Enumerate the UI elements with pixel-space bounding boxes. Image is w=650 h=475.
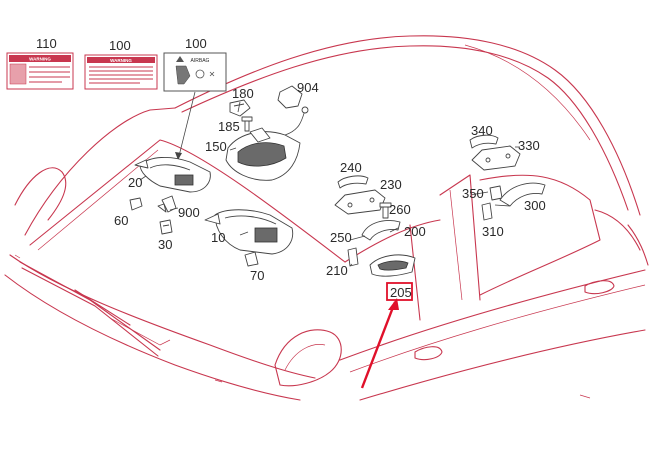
screw-185 xyxy=(241,116,253,132)
callout-185: 185 xyxy=(218,119,240,134)
highlight-205: 205 xyxy=(360,282,413,389)
callout-230: 230 xyxy=(380,177,402,192)
reading-light-205 xyxy=(369,254,416,277)
clip-60 xyxy=(129,197,143,211)
callout-250: 250 xyxy=(330,230,352,245)
callout-70: 70 xyxy=(250,268,264,283)
grab-handle-300 xyxy=(499,182,546,207)
sun-visor-left xyxy=(134,157,211,193)
callout-340: 340 xyxy=(471,123,493,138)
handle-240 xyxy=(337,175,369,189)
callout-30: 30 xyxy=(158,237,172,252)
grab-handle-250 xyxy=(361,220,401,241)
clip-340 xyxy=(469,134,499,149)
hook-70 xyxy=(244,251,259,267)
callout-20: 20 xyxy=(128,175,142,190)
clip-350 xyxy=(489,185,503,201)
clip-180 xyxy=(229,99,251,117)
bracket-230 xyxy=(334,189,386,215)
callout-100-a: 100 xyxy=(109,38,131,53)
airbag-heading: AIRBAG xyxy=(191,58,210,64)
callout-350: 350 xyxy=(462,186,484,201)
callout-900: 900 xyxy=(178,205,200,220)
callout-100-b: 100 xyxy=(185,36,207,51)
screw-260 xyxy=(379,202,392,219)
sun-visor-right xyxy=(204,209,294,255)
highlight-arrowhead-205 xyxy=(388,298,399,310)
car-body-outline xyxy=(4,35,649,401)
airbag-label-100: AIRBAG xyxy=(163,52,227,92)
bracket-330 xyxy=(471,145,521,171)
callout-300: 300 xyxy=(524,198,546,213)
bracket-900 xyxy=(157,195,177,213)
part-number-callouts: 110 100 100 180 904 185 150 340 330 240 … xyxy=(36,36,546,283)
callout-205: 205 xyxy=(390,285,412,300)
warning-heading-a: WARNING xyxy=(29,57,51,62)
callout-10: 10 xyxy=(211,230,225,245)
leader-airbag-arrowhead xyxy=(175,152,182,160)
leader-lines xyxy=(139,101,520,267)
clip-310 xyxy=(481,202,493,221)
callout-310: 310 xyxy=(482,224,504,239)
highlight-arrow-205 xyxy=(360,301,397,389)
highlight-box-205 xyxy=(386,282,413,301)
callout-180: 180 xyxy=(232,86,254,101)
overhead-console xyxy=(225,106,309,181)
callout-60: 60 xyxy=(114,213,128,228)
module-904 xyxy=(277,85,303,109)
warning-label-100-a: WARNING xyxy=(84,54,158,90)
callout-110: 110 xyxy=(36,36,57,51)
callout-210: 210 xyxy=(326,263,348,278)
callout-904: 904 xyxy=(297,80,319,95)
callout-200: 200 xyxy=(404,224,426,239)
callout-150: 150 xyxy=(205,139,227,154)
warning-label-110: WARNING xyxy=(6,52,74,90)
callout-240: 240 xyxy=(340,160,362,175)
callout-330: 330 xyxy=(518,138,540,153)
clip-210 xyxy=(347,247,359,267)
callout-260: 260 xyxy=(389,202,411,217)
warning-heading-b: WARNING xyxy=(110,58,132,63)
mount-30 xyxy=(159,219,173,235)
leader-airbag xyxy=(177,91,196,161)
